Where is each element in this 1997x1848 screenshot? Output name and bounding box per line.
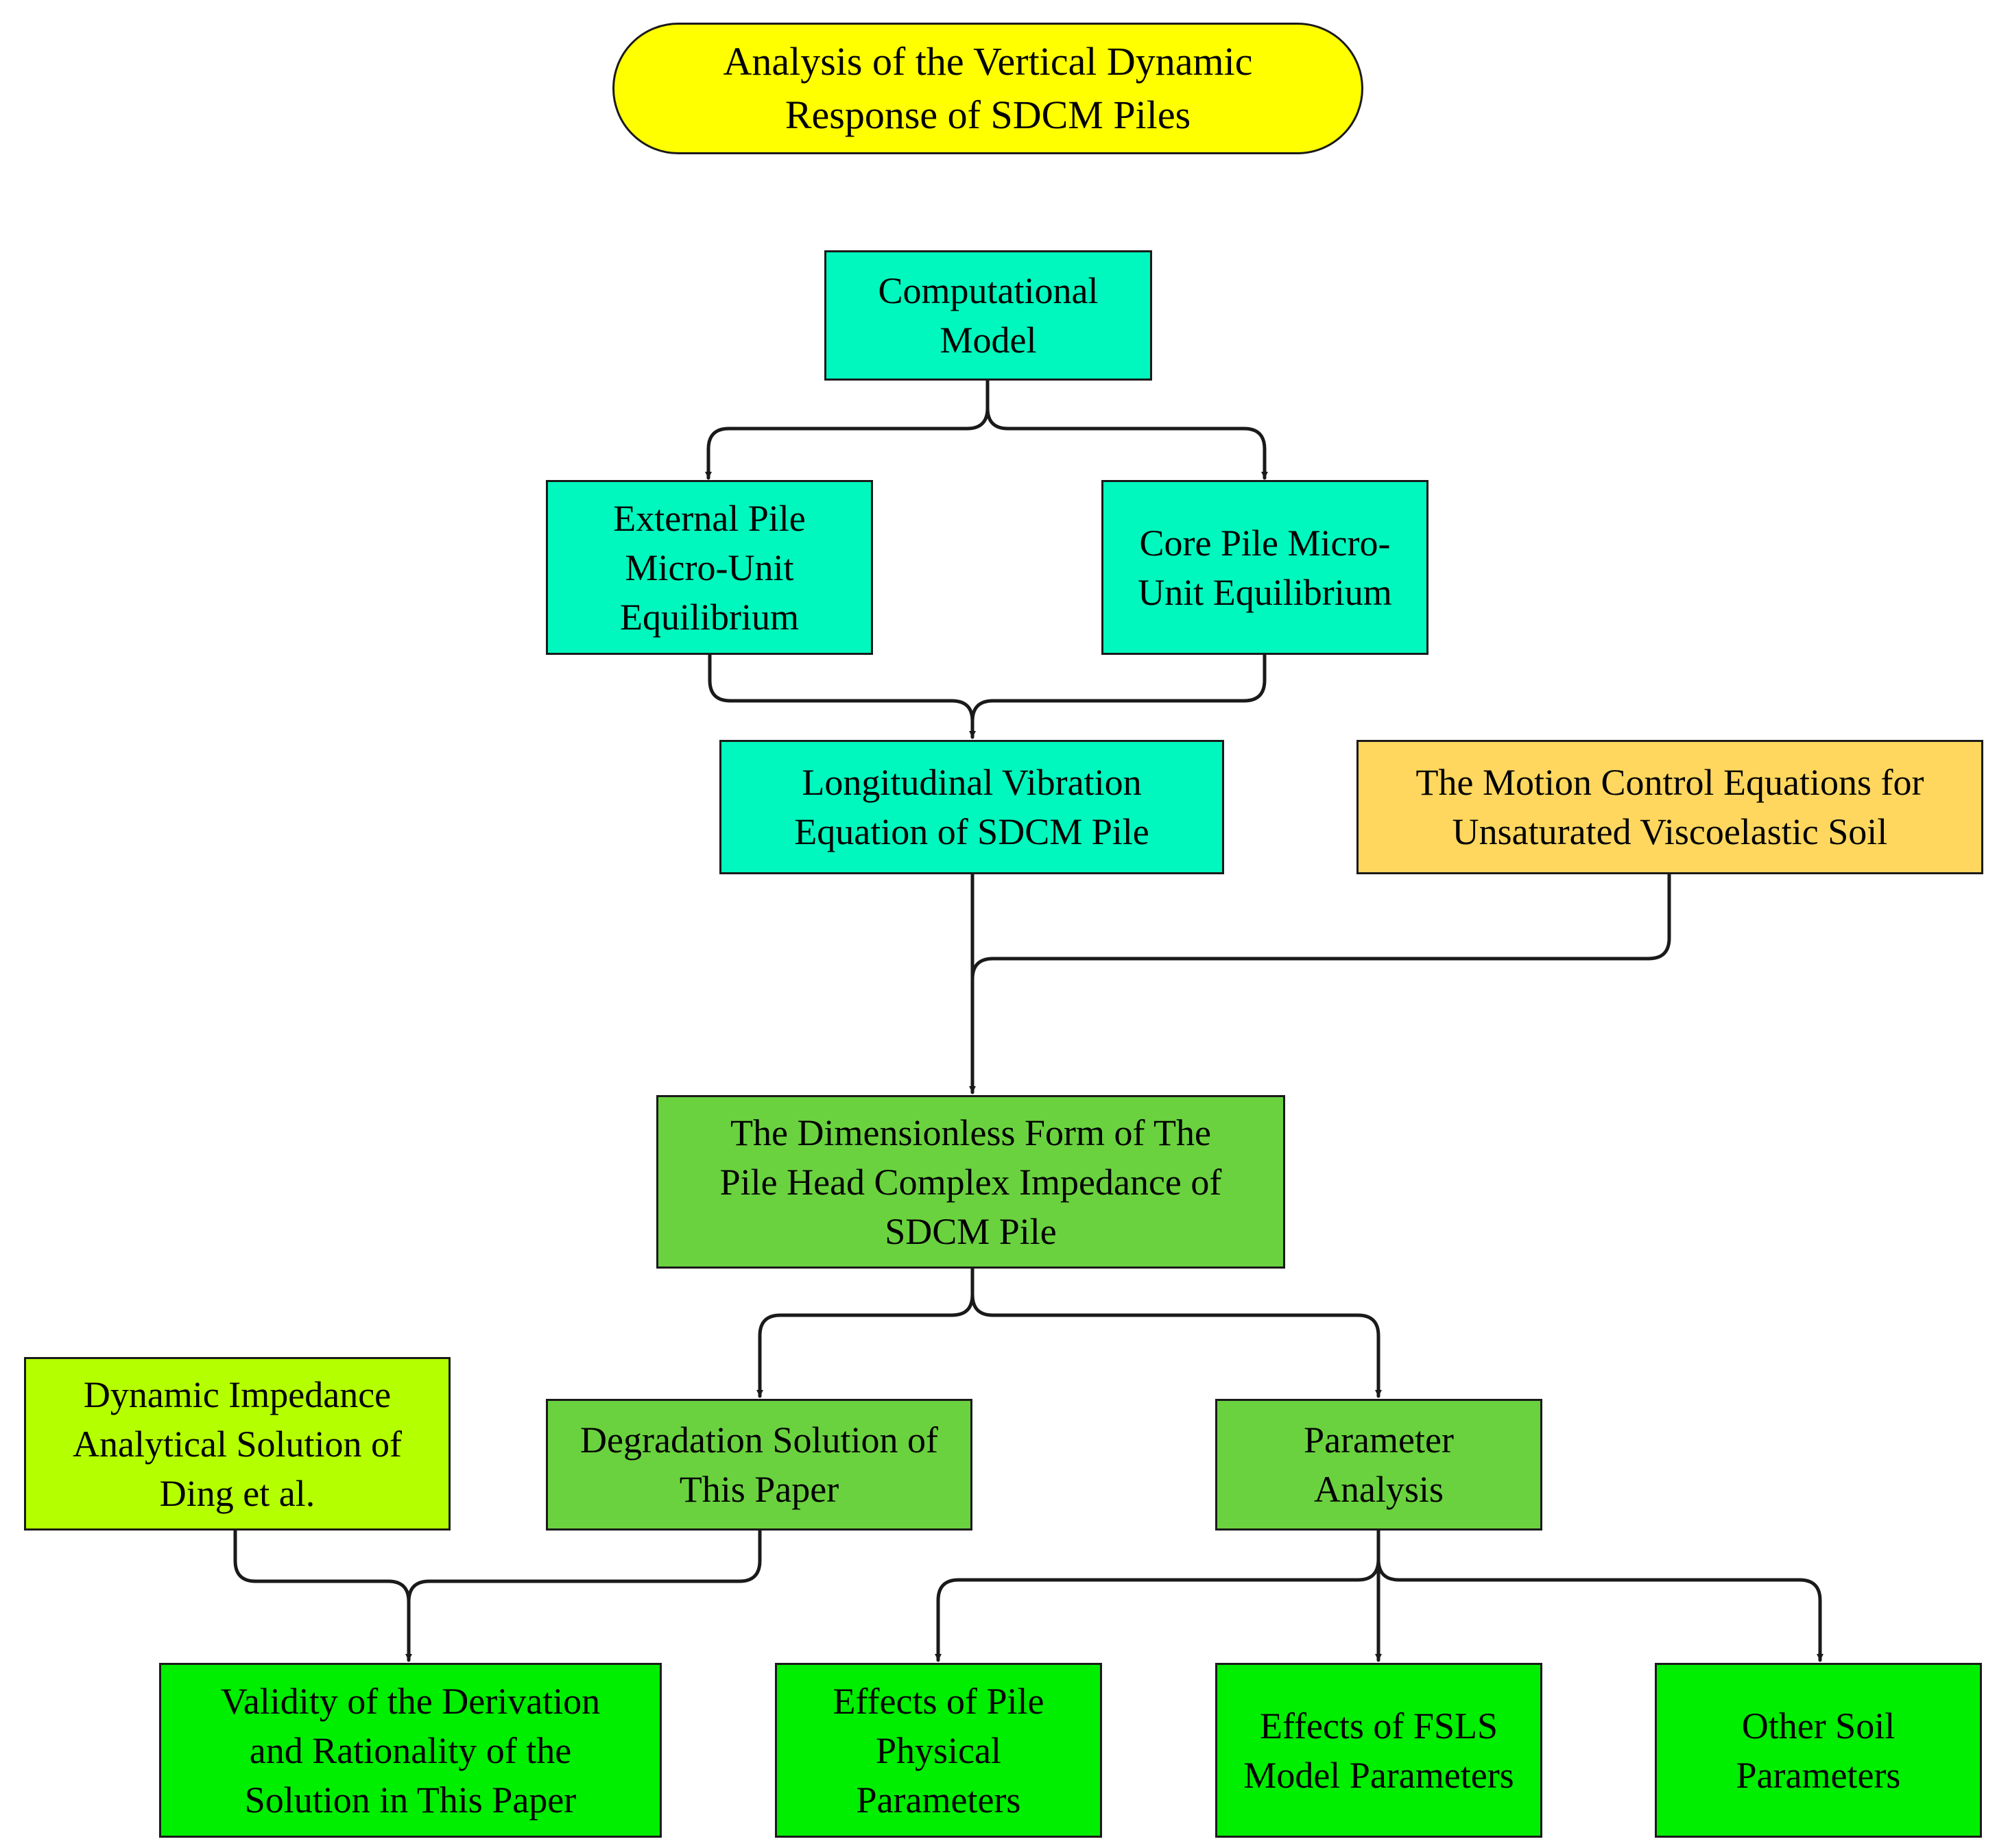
computational-model-label: Computational Model <box>878 270 1099 361</box>
dimensionless-form-box: The Dimensionless Form of The Pile Head … <box>656 1095 1285 1269</box>
longitudinal-vibration-label: Longitudinal Vibration Equation of SDCM … <box>794 762 1149 852</box>
connector-dimensionless-to-degradation <box>756 1267 974 1398</box>
title-node-label: Analysis of the Vertical Dynamic Respons… <box>723 39 1253 137</box>
dimensionless-form-label: The Dimensionless Form of The Pile Head … <box>719 1112 1222 1252</box>
connector-dimensionless-to-parameter <box>970 1293 1382 1398</box>
pile-physical-parameters-box: Effects of Pile Physical Parameters <box>775 1663 1102 1838</box>
longitudinal-vibration-box: Longitudinal Vibration Equation of SDCM … <box>719 740 1224 874</box>
connector-core-to-longitudinal <box>970 653 1267 723</box>
external-pile-label: External Pile Micro-Unit Equilibrium <box>613 497 806 638</box>
core-pile-box: Core Pile Micro- Unit Equilibrium <box>1101 480 1428 655</box>
fsls-model-parameters-label: Effects of FSLS Model Parameters <box>1243 1705 1514 1796</box>
parameter-analysis-label: Parameter Analysis <box>1304 1419 1454 1510</box>
connector-parameter-to-other-soil <box>1376 1557 1823 1662</box>
connector-parameter-to-pile-physical <box>935 1528 1380 1662</box>
ding-solution-label: Dynamic Impedance Analytical Solution of… <box>73 1373 402 1514</box>
connector-ding-to-validity <box>233 1528 412 1662</box>
connector-model-to-core <box>985 406 1268 480</box>
computational-model-box: Computational Model <box>824 250 1152 381</box>
other-soil-parameters-label: Other Soil Parameters <box>1736 1705 1901 1796</box>
validity-label: Validity of the Derivation and Rationali… <box>220 1680 601 1821</box>
validity-box: Validity of the Derivation and Rationali… <box>159 1663 662 1838</box>
fsls-model-parameters-box: Effects of FSLS Model Parameters <box>1215 1663 1542 1838</box>
pile-physical-parameters-label: Effects of Pile Physical Parameters <box>833 1680 1044 1821</box>
title-node: Analysis of the Vertical Dynamic Respons… <box>612 23 1363 154</box>
external-pile-box: External Pile Micro-Unit Equilibrium <box>546 480 873 655</box>
ding-solution-box: Dynamic Impedance Analytical Solution of… <box>24 1357 451 1531</box>
parameter-analysis-box: Parameter Analysis <box>1215 1399 1542 1531</box>
other-soil-parameters-box: Other Soil Parameters <box>1655 1663 1982 1838</box>
connector-motion-to-dimensionless <box>970 872 1671 981</box>
degradation-solution-box: Degradation Solution of This Paper <box>546 1399 972 1531</box>
connector-degradation-to-validity <box>407 1528 762 1604</box>
connector-external-to-longitudinal <box>708 653 976 739</box>
motion-control-label: The Motion Control Equations for Unsatur… <box>1415 762 1924 852</box>
core-pile-label: Core Pile Micro- Unit Equilibrium <box>1138 522 1392 613</box>
connector-model-to-external <box>705 379 990 480</box>
motion-control-box: The Motion Control Equations for Unsatur… <box>1356 740 1983 874</box>
degradation-solution-label: Degradation Solution of This Paper <box>580 1419 938 1510</box>
